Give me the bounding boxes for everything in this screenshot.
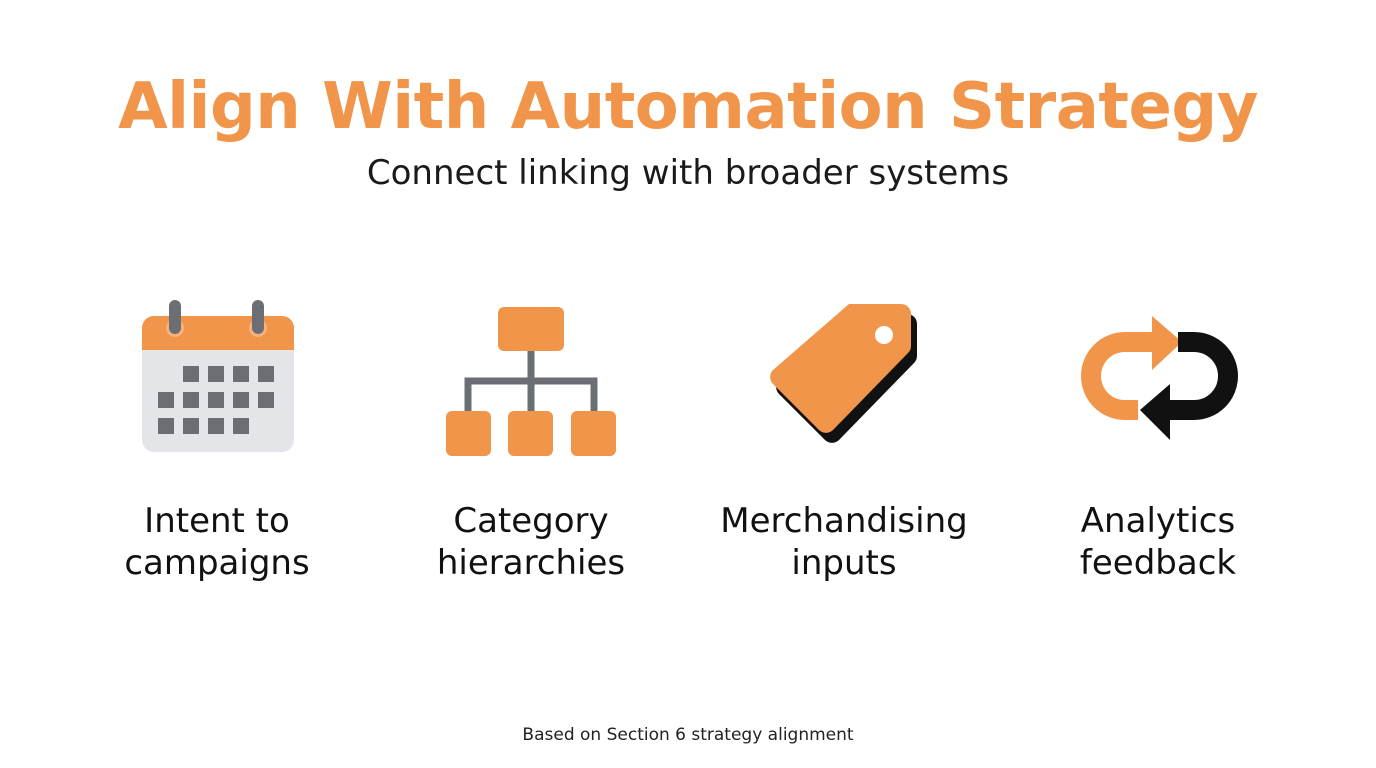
label-line: Category [453,501,609,541]
label-line: Analytics [1080,501,1236,541]
page-subtitle: Connect linking with broader systems [366,153,1010,193]
label-line: Merchandising [720,501,968,541]
label-line: feedback [1079,543,1237,583]
calendar-icon [142,300,294,452]
label-line: Intent to [144,501,290,541]
label-line: inputs [791,543,897,583]
item-label-category: Category hierarchies [381,500,681,584]
footer-note: Based on Section 6 strategy alignment [522,725,854,745]
hierarchy-icon [446,307,616,456]
page-title: Align With Automation Strategy [118,70,1258,144]
item-label-analytics: Analytics feedback [1008,500,1308,584]
loop-arrows-icon [1081,316,1238,440]
item-label-merchandising: Merchandising inputs [694,500,994,584]
label-line: hierarchies [436,543,626,583]
tag-icon [770,304,917,443]
item-label-intent: Intent to campaigns [67,500,367,584]
label-line: campaigns [124,543,310,583]
